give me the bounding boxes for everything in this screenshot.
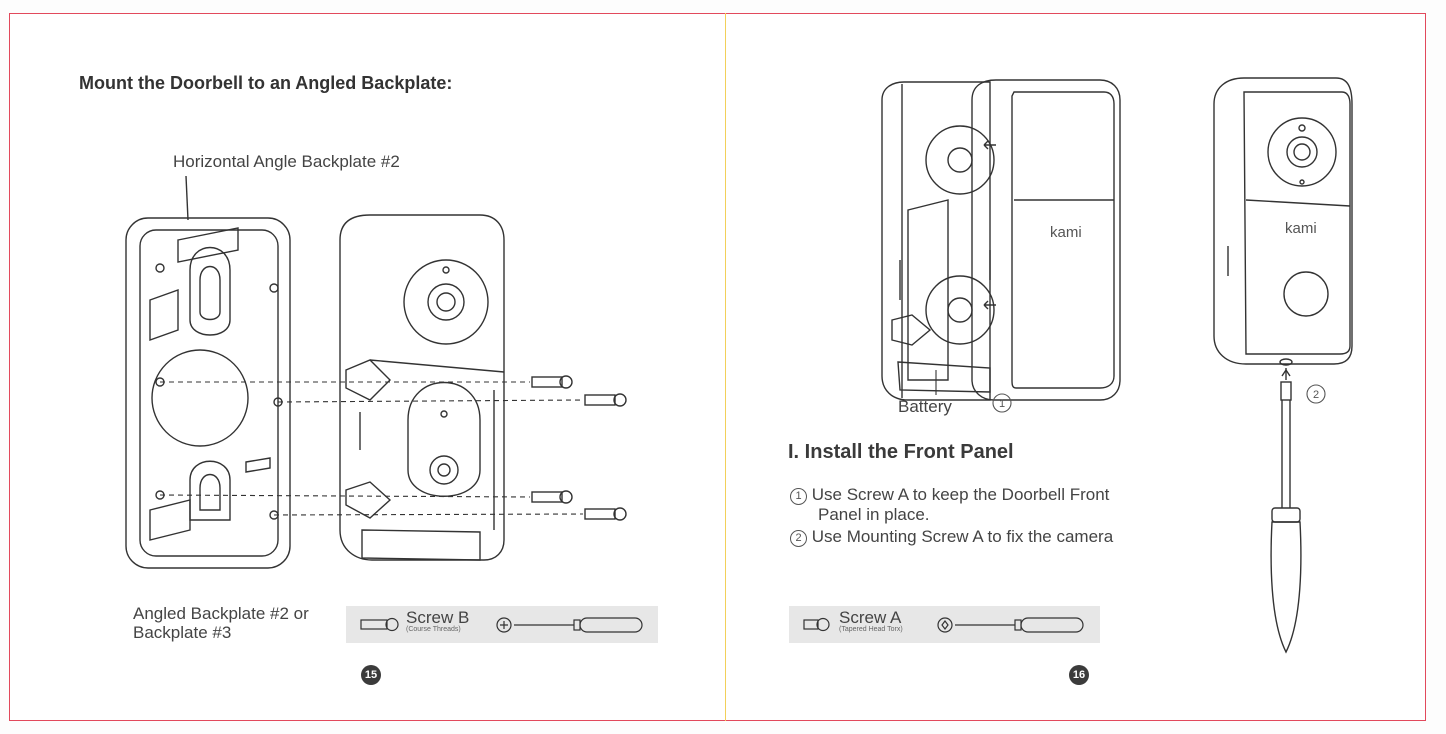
page-frame [9,13,1426,721]
page-title: Mount the Doorbell to an Angled Backplat… [79,73,453,93]
screwdriver-icon [496,617,643,633]
callout-1: 1 [999,398,1005,410]
screw-a-tool-bar: Screw A (Tapered Head Torx) [789,606,1100,643]
page-number-right: 16 [1069,665,1089,685]
page-number-left: 15 [361,665,381,685]
battery-label: Battery [898,397,952,416]
section-heading: I. Install the Front Panel [788,441,1014,463]
screw-a-label: Screw A (Tapered Head Torx) [839,608,903,633]
backplate-doorbell-illustration [125,175,627,569]
brand-label-front: kami [1050,224,1082,241]
page-divider [725,13,726,721]
backplate-label: Horizontal Angle Backplate #2 [173,152,400,171]
screw-b-tool-bar: Screw B (Course Threads) [346,606,658,643]
screw-b-icon [360,617,399,632]
brand-label-finished: kami [1285,220,1317,237]
bottom-backplate-label: Angled Backplate #2 or Backplate #3 [133,604,309,642]
screw-b-label: Screw B (Course Threads) [406,608,470,633]
torx-screwdriver-icon [937,617,1084,633]
callout-2: 2 [1313,389,1319,401]
screw-a-icon [803,617,830,632]
step-2: 2 Use Mounting Screw A to fix the camera [790,527,1113,547]
step-1: 1 Use Screw A to keep the Doorbell Front… [790,485,1109,524]
front-panel-illustration: kami kami 1 2 [881,77,1353,654]
